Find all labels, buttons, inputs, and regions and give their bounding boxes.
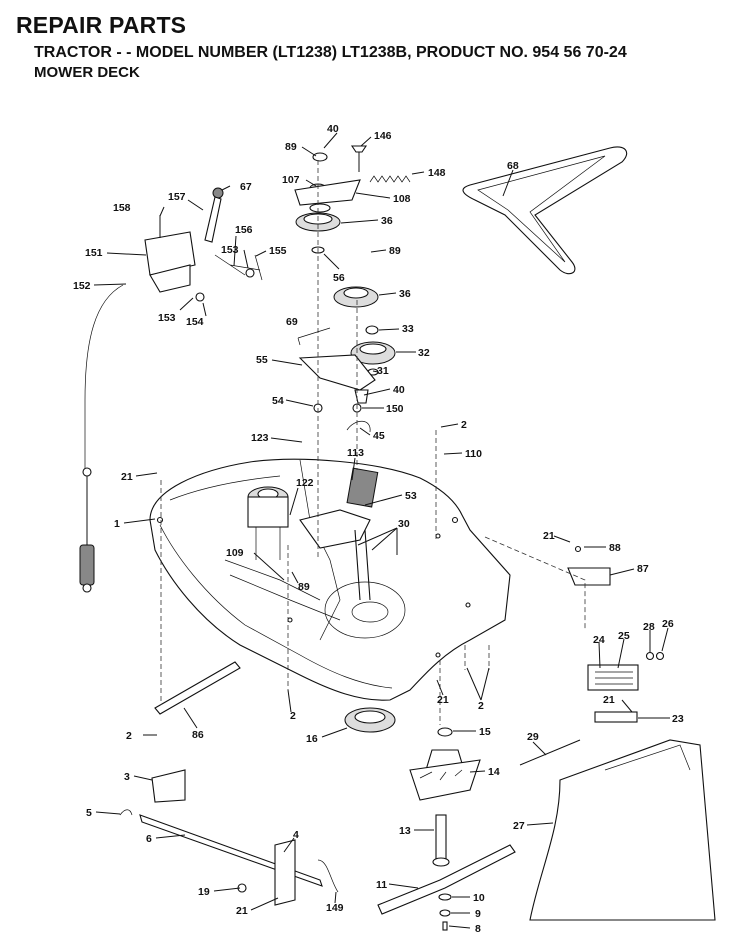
callout-56: 56 (333, 272, 345, 284)
callout-45: 45 (373, 430, 385, 442)
grass-deflector (529, 739, 716, 921)
callout-19: 19 (198, 886, 210, 898)
callout-30: 30 (398, 518, 410, 530)
model-subtitle: TRACTOR - - MODEL NUMBER (LT1238) LT1238… (34, 44, 627, 61)
callout-2: 2 (290, 710, 296, 722)
callout-31: 31 (377, 365, 389, 377)
callout-157: 157 (168, 191, 186, 203)
callout-11: 11 (376, 879, 387, 891)
callout-113: 113 (347, 447, 364, 459)
callout-67: 67 (240, 181, 252, 193)
callout-107: 107 (282, 174, 300, 186)
callout-32: 32 (418, 347, 430, 359)
callout-16: 16 (306, 733, 318, 745)
callout-21: 21 (121, 471, 133, 483)
callout-23: 23 (672, 713, 684, 725)
callout-88: 88 (609, 542, 621, 554)
callout-5: 5 (86, 807, 92, 819)
callout-33: 33 (402, 323, 414, 335)
callout-150: 150 (386, 403, 404, 415)
callout-29: 29 (527, 731, 539, 743)
callout-154: 154 (186, 316, 204, 328)
callout-69: 69 (286, 316, 298, 328)
callout-148: 148 (428, 167, 446, 179)
callout-40: 40 (327, 123, 339, 135)
callout-6: 6 (146, 833, 152, 845)
deflector-spring-assembly (519, 651, 665, 766)
callout-153: 153 (158, 312, 176, 324)
drive-belt (462, 146, 628, 275)
callout-28: 28 (643, 621, 655, 633)
callout-36: 36 (399, 288, 411, 300)
page-title: REPAIR PARTS (16, 12, 187, 38)
callout-4: 4 (293, 829, 299, 841)
callout-21: 21 (603, 694, 615, 706)
callout-25: 25 (618, 630, 630, 642)
callout-8: 8 (475, 923, 481, 935)
callout-149: 149 (326, 902, 344, 914)
callout-53: 53 (405, 490, 417, 502)
callout-89: 89 (285, 141, 297, 153)
callout-36: 36 (381, 215, 393, 227)
callout-87: 87 (637, 563, 649, 575)
callout-labels: 40 146 89 107 148 108 36 89 56 36 68 67 … (73, 123, 684, 935)
callout-151: 151 (85, 247, 103, 259)
lift-link-assembly (119, 661, 339, 906)
callout-21: 21 (437, 694, 449, 706)
callout-110: 110 (465, 448, 482, 460)
callout-1: 1 (114, 518, 120, 530)
callout-155: 155 (269, 245, 287, 257)
callout-9: 9 (475, 908, 481, 920)
callout-15: 15 (479, 726, 491, 738)
callout-2: 2 (126, 730, 132, 742)
callout-68: 68 (507, 160, 519, 172)
callout-24: 24 (593, 634, 605, 646)
callout-153: 153 (221, 244, 239, 256)
callout-13: 13 (399, 825, 411, 837)
callout-21: 21 (236, 905, 248, 917)
callout-2: 2 (478, 700, 484, 712)
callout-123: 123 (251, 432, 269, 444)
callout-158: 158 (113, 202, 131, 214)
callout-26: 26 (662, 618, 674, 630)
callout-40: 40 (393, 384, 405, 396)
callout-21: 21 (543, 530, 555, 542)
callout-156: 156 (235, 224, 253, 236)
deck-hanger-bracket (484, 536, 611, 630)
callout-146: 146 (374, 130, 392, 142)
section-heading: MOWER DECK (34, 64, 140, 81)
mower-deck-housing (149, 458, 511, 701)
callout-86: 86 (192, 729, 204, 741)
callout-27: 27 (513, 820, 525, 832)
idler-spring (350, 145, 411, 183)
callout-54: 54 (272, 395, 284, 407)
callout-10: 10 (473, 892, 485, 904)
callout-108: 108 (393, 193, 411, 205)
callout-leaders (93, 132, 670, 929)
assembly-dashed-lines (160, 430, 490, 725)
height-adjust-lever (79, 187, 263, 593)
callout-122: 122 (296, 477, 314, 489)
callout-152: 152 (73, 280, 91, 292)
idler-pulley-stack (294, 152, 396, 560)
callout-109: 109 (226, 547, 244, 559)
deck-spindle-pulley (247, 486, 289, 560)
callout-14: 14 (488, 766, 500, 778)
callout-89: 89 (298, 581, 310, 593)
callout-55: 55 (256, 354, 268, 366)
idler-arm-bracket (299, 467, 379, 601)
blade-spindle-assembly (344, 707, 516, 931)
callout-89: 89 (389, 245, 401, 257)
callout-2: 2 (461, 419, 467, 431)
callout-3: 3 (124, 771, 130, 783)
